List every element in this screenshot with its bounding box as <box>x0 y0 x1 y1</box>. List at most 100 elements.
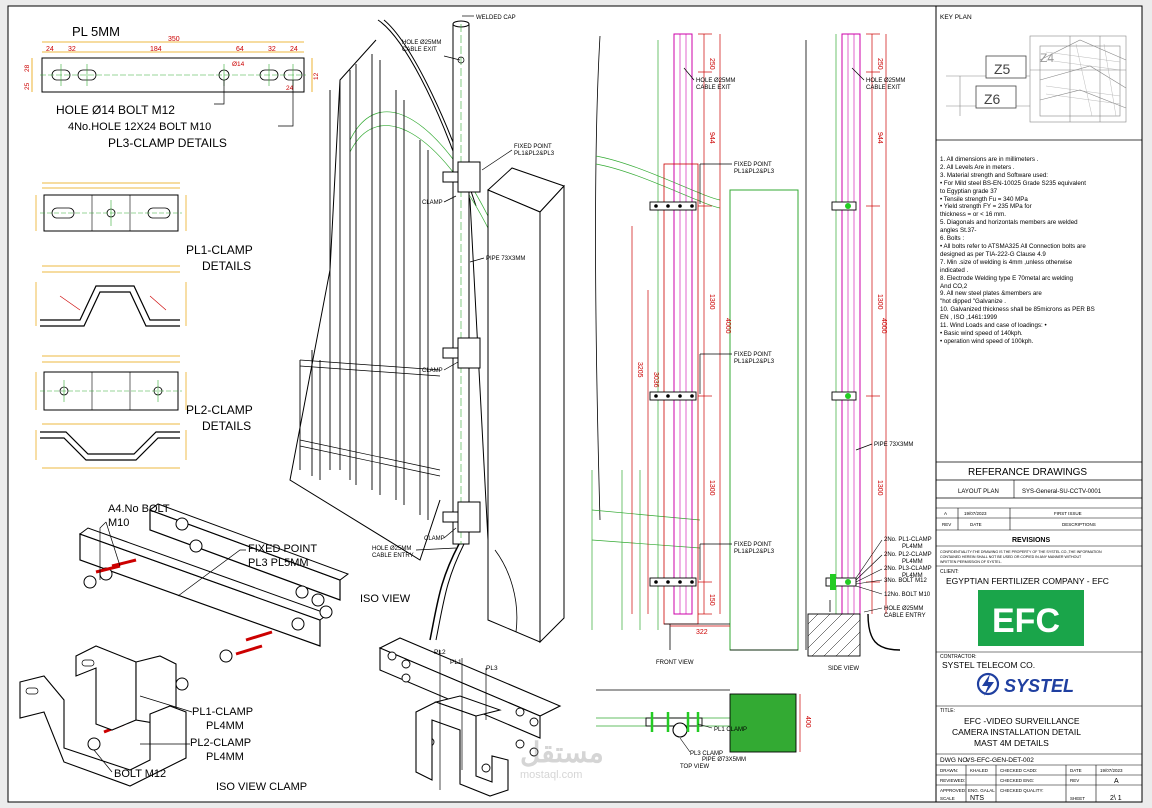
front-fixed-3a: FIXED POINT <box>734 542 772 548</box>
side-dim-top: 250 <box>876 58 883 70</box>
pl1-clamp-detail: PL1-CLAMP DETAILS <box>35 182 253 327</box>
top-pl3-label: PL3 CLAMP <box>690 751 723 757</box>
front-dim-322: 322 <box>696 629 708 636</box>
front-fixed-2a: FIXED POINT <box>734 352 772 358</box>
pl3-note-bolt-m10: 4No.HOLE 12X24 BOLT M10 <box>68 121 211 133</box>
side-n2a: 2No. PL2-CLAMP <box>884 552 932 558</box>
front-dim-1300b: 1300 <box>708 480 715 496</box>
note-line: 10. Galvanized thickness shall be 85micr… <box>940 306 1095 314</box>
iso-bolt-label-1: A4.No BOLT <box>108 503 170 515</box>
revision-rev: A <box>944 511 947 516</box>
pl3-caption: PL3-CLAMP DETAILS <box>108 136 227 150</box>
iso-pl1-label-2: PL4MM <box>206 720 244 732</box>
dwg-number: VS-EFC-GEN-DET-002 <box>966 757 1034 764</box>
reference-title: REFERANCE DRAWINGS <box>968 467 1087 478</box>
pl3-dim-3: 64 <box>236 46 244 53</box>
pl3-note-bolt-m12: HOLE Ø14 BOLT M12 <box>56 103 175 117</box>
note-line: • operation wind speed of 100kph. <box>940 337 1034 345</box>
reviewed-label: REVIEWED: <box>940 778 965 783</box>
side-n3a: 2No. PL3-CLAMP <box>884 566 932 572</box>
iso-fixed-point-1: FIXED POINT <box>514 144 552 150</box>
pl3-dim-right2: 24 <box>286 85 294 92</box>
iso-clamp-3: CLAMP <box>424 536 445 542</box>
iso-bolt-label-2: M10 <box>108 517 129 529</box>
side-dim-1300a: 1300 <box>876 294 883 310</box>
iso-hole-exit-2: CABLE EXIT <box>402 47 437 53</box>
reference-row-label: LAYOUT PLAN <box>958 489 999 495</box>
revision-header-rev: REV <box>942 522 951 527</box>
pl3-dim-right: 12 <box>313 72 320 80</box>
key-plan-title: KEY PLAN <box>940 14 972 21</box>
rev-value: A <box>1114 778 1119 785</box>
pl3-dim-left: 28 <box>24 64 31 72</box>
note-line: "hot dipped "Galvanize . <box>940 298 1006 306</box>
note-line: • Tensile strength Fu = 340 MPa <box>940 195 1028 203</box>
revision-header-desc: DESCRIPTIONS <box>1062 522 1096 527</box>
iso-fixed-label-2: PL3 PL5MM <box>248 557 309 569</box>
iso-fixed-point-2: PL1&PL2&PL3 <box>514 151 555 157</box>
side-n1b: PL4MM <box>902 544 923 550</box>
key-plan-z5: Z5 <box>994 61 1011 77</box>
front-hole-1: HOLE Ø25MM <box>696 78 735 84</box>
pl3-dim-total: 350 <box>168 36 180 43</box>
top-view: 400 PL1 CLAMP PL3 CLAMP PIPE Ø73X5MM TOP… <box>596 689 811 770</box>
revision-date: 19/07/2023 <box>964 511 987 516</box>
key-plan-map: Z5 Z6 Z4 <box>946 35 1127 123</box>
note-line: 7. Min .size of welding is 4mm ,unless o… <box>940 258 1073 266</box>
systel-logo: SYSTEL <box>976 672 1074 696</box>
revision-desc: FIRST ISSUE <box>1054 511 1082 516</box>
iso-pl1-label-1: PL1-CLAMP <box>192 706 253 718</box>
approved-value: ENG. GALAL <box>968 788 995 793</box>
title-label: TITLE: <box>940 708 955 714</box>
iso-hole-entry-2: CABLE ENTRY <box>372 553 414 559</box>
note-line: 6. Bolts : <box>940 235 965 243</box>
side-dim-4000: 4000 <box>880 318 887 334</box>
pl2-clamp-detail: PL2-CLAMP DETAILS <box>35 355 253 469</box>
note-line: 9. All new steel plates &members are <box>940 290 1042 298</box>
drawn-value: KHALED <box>970 768 989 773</box>
pl1-caption-1: PL1-CLAMP <box>186 243 253 257</box>
systel-logo-text: SYSTEL <box>1004 676 1074 696</box>
title-line-2: CAMERA INSTALLATION DETAIL <box>952 727 1081 737</box>
note-line: indicated . <box>940 266 969 274</box>
iso-hole-entry-1: HOLE Ø25MM <box>372 546 411 552</box>
iso-view-clamp: A4.No BOLT M10 FIXED POINT PL3 PL5MM PL1… <box>19 503 350 793</box>
note-line: 2. All Levels Are in meters . <box>940 163 1015 171</box>
pl3-clamp-detail: PL 5MM 350 24 32 184 64 32 24 28 25 12 2… <box>24 24 320 150</box>
date-value: 19/07/2023 <box>1100 768 1123 773</box>
iso-clamp-caption: ISO VIEW CLAMP <box>216 781 307 793</box>
pl3-dim-0: 24 <box>46 46 54 53</box>
iso-clamp-1: CLAMP <box>422 200 443 206</box>
revisions-title: REVISIONS <box>1012 537 1050 544</box>
iso-pipe: PIPE 73X3MM <box>486 256 525 262</box>
checked-cadd-label: CHECKED CADD: <box>1000 768 1037 773</box>
iso-bolt-m12: BOLT M12 <box>114 768 166 780</box>
side-n5: 12No. BOLT M10 <box>884 592 931 598</box>
note-line: 3. Material strength and Software used: <box>940 171 1048 179</box>
rev-label: REV <box>1070 778 1079 783</box>
front-fixed-1a: FIXED POINT <box>734 162 772 168</box>
side-dim-944: 944 <box>876 132 883 144</box>
front-hole-2: CABLE EXIT <box>696 85 731 91</box>
pl3-dim-4: 32 <box>268 46 276 53</box>
pl3-title: PL 5MM <box>72 24 120 39</box>
iso-pl1-tag: PL1 <box>450 659 462 666</box>
side-pipe: PIPE 73X3MM <box>874 442 913 448</box>
general-notes: 1. All dimensions are in millimeters . 2… <box>940 156 1140 346</box>
front-fixed-2b: PL1&PL2&PL3 <box>734 359 775 365</box>
key-plan-z6: Z6 <box>984 91 1001 107</box>
iso-view-caption: ISO VIEW <box>360 593 411 605</box>
title-block: KEY PLAN Z5 Z6 <box>935 6 1142 802</box>
watermark: مستقل mostaql.com <box>520 737 604 781</box>
iso-hole-exit-1: HOLE Ø25MM <box>402 40 441 46</box>
side-hole-2: CABLE EXIT <box>866 85 901 91</box>
note-line: designed as per TIA-222-G Clause 4.9 <box>940 250 1046 258</box>
note-line: • Yield strength FY = 235 MPa for <box>940 203 1032 211</box>
side-n3b: PL4MM <box>902 573 923 579</box>
pl2-caption-2: DETAILS <box>202 419 251 433</box>
iso-pl2-tag: PL2 <box>434 649 446 656</box>
dwg-label: DWG NO: <box>940 757 969 764</box>
watermark-latin: mostaql.com <box>520 769 582 781</box>
iso-pl3-tag: PL3 <box>486 665 498 672</box>
